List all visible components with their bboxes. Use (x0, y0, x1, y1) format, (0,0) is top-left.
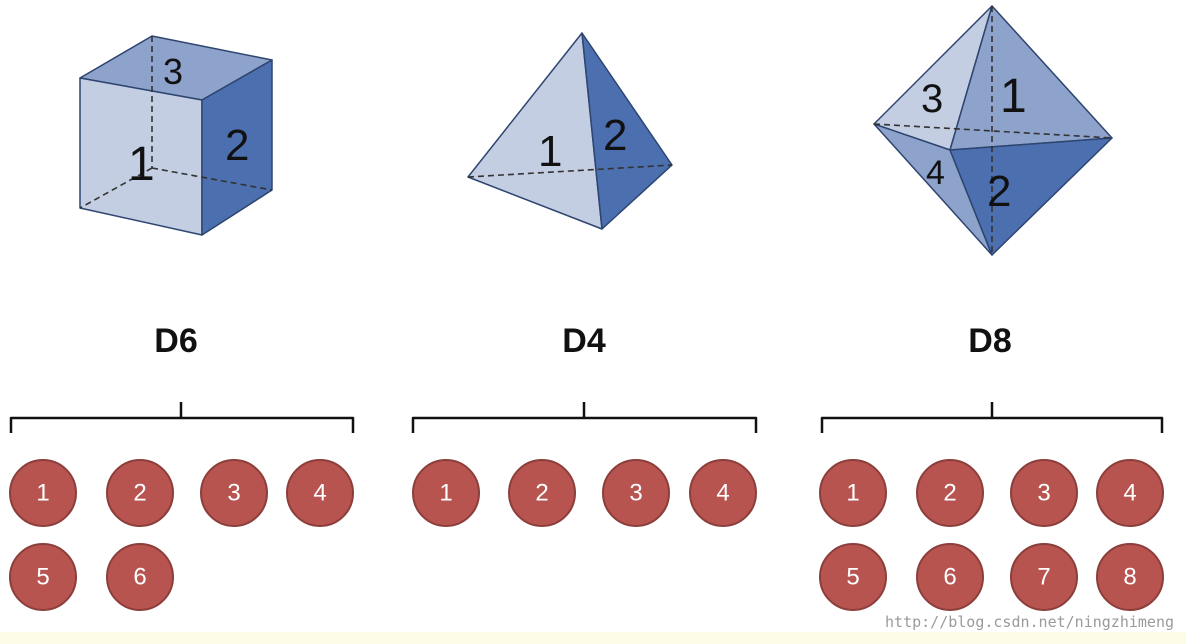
octahedron-d8: 3 1 4 2 (873, 5, 1113, 256)
svg-text:5: 5 (846, 564, 859, 591)
outcome-d4-2: 2 (508, 459, 576, 527)
svg-text:1: 1 (36, 480, 49, 507)
tetra-face-label-1: 1 (538, 127, 562, 176)
tetra-face-label-2: 2 (603, 111, 627, 160)
outcome-d8-4: 4 (1096, 459, 1164, 527)
outcome-d6-5: 5 (9, 543, 77, 611)
svg-text:1: 1 (846, 480, 859, 507)
outcomes-d6: 1 2 3 4 5 6 (9, 459, 354, 611)
outcome-d4-4: 4 (689, 459, 757, 527)
svg-text:5: 5 (36, 564, 49, 591)
svg-text:6: 6 (943, 564, 956, 591)
brace-d4 (411, 402, 758, 433)
outcome-d6-6: 6 (106, 543, 174, 611)
svg-text:7: 7 (1037, 564, 1050, 591)
svg-text:1: 1 (439, 480, 452, 507)
svg-text:8: 8 (1123, 564, 1136, 591)
outcome-d4-1: 1 (412, 459, 480, 527)
cube-face-label-3: 3 (163, 51, 183, 92)
svg-text:3: 3 (629, 480, 642, 507)
outcome-d4-3: 3 (602, 459, 670, 527)
octa-face-label-2: 2 (987, 167, 1011, 216)
svg-text:3: 3 (1037, 480, 1050, 507)
tetrahedron-d4: 1 2 (467, 32, 673, 230)
outcome-d8-3: 3 (1010, 459, 1078, 527)
svg-text:4: 4 (716, 480, 729, 507)
octa-face-label-1: 1 (1000, 70, 1027, 123)
outcome-d6-1: 1 (9, 459, 77, 527)
svg-text:3: 3 (227, 480, 240, 507)
svg-text:2: 2 (943, 480, 956, 507)
octa-face-label-3: 3 (921, 77, 943, 121)
outcome-d8-7: 7 (1010, 543, 1078, 611)
outcomes-d8: 1 2 3 4 5 6 7 8 (819, 459, 1164, 611)
octa-face-label-4: 4 (926, 154, 945, 192)
brace-d8 (820, 402, 1164, 433)
bottom-strip (0, 632, 1186, 644)
brace-d6 (9, 402, 355, 433)
outcome-d6-3: 3 (200, 459, 268, 527)
svg-text:2: 2 (535, 480, 548, 507)
svg-text:6: 6 (133, 564, 146, 591)
cube-face-label-2: 2 (225, 121, 249, 170)
cube-face-label-1: 1 (128, 138, 155, 191)
outcome-d8-5: 5 (819, 543, 887, 611)
outcome-d8-6: 6 (916, 543, 984, 611)
outcome-d6-2: 2 (106, 459, 174, 527)
tetra-left-face (467, 32, 603, 230)
svg-text:2: 2 (133, 480, 146, 507)
outcome-d8-1: 1 (819, 459, 887, 527)
cube-d6: 3 2 1 (79, 35, 273, 236)
outcome-d6-4: 4 (286, 459, 354, 527)
svg-text:4: 4 (313, 480, 326, 507)
watermark: http://blog.csdn.net/ningzhimeng (885, 613, 1174, 631)
outcome-d8-8: 8 (1096, 543, 1164, 611)
svg-text:4: 4 (1123, 480, 1136, 507)
die-title-d8: D8 (968, 322, 1012, 360)
outcome-d8-2: 2 (916, 459, 984, 527)
die-title-d6: D6 (154, 322, 198, 360)
outcomes-d4: 1 2 3 4 (412, 459, 757, 527)
octa-lower-right-face (949, 137, 1113, 256)
tetra-right-face (581, 32, 673, 230)
die-title-d4: D4 (562, 322, 606, 360)
